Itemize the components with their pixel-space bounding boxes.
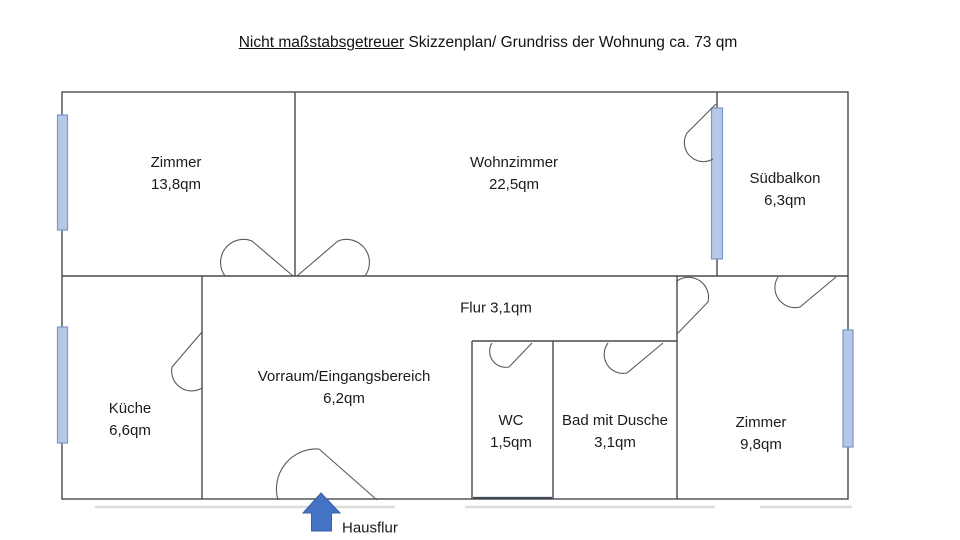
room-name: Bad mit Dusche <box>562 412 668 429</box>
doors <box>171 103 837 501</box>
room-label-kueche: Küche 6,6qm <box>109 398 152 442</box>
room-name: WC <box>498 412 524 429</box>
windows <box>56 107 854 448</box>
door-arc-eingang-icon <box>275 448 378 501</box>
room-area: 9,8qm <box>740 436 782 453</box>
door-arc-wc-icon <box>489 342 533 368</box>
room-area: 6,3qm <box>764 192 806 209</box>
room-name: Südbalkon <box>749 170 821 187</box>
window-zimmer-rechts-icon <box>842 329 854 448</box>
window-balkon-tuer-icon <box>710 107 724 260</box>
room-name: Wohnzimmer <box>469 154 559 171</box>
window-zimmer-links-icon <box>56 114 69 231</box>
door-arc-flur-wohnzimmer-icon <box>296 238 370 277</box>
walls <box>61 91 849 500</box>
door-arc-bad-icon <box>603 342 664 374</box>
window-kueche-icon <box>56 326 69 444</box>
door-arc-balkon-zimmer-icon <box>774 276 837 309</box>
room-label-suedbalkon: Südbalkon 6,3qm <box>750 168 821 212</box>
room-label-zimmer-links: Zimmer 13,8qm <box>151 152 202 196</box>
room-area: 1,5qm <box>490 434 532 451</box>
room-name: Küche <box>108 400 152 417</box>
door-arc-wohnzimmer-balkon-icon <box>683 103 717 163</box>
room-label-flur: Flur 3,1qm <box>460 299 532 317</box>
room-name: Zimmer <box>150 154 202 171</box>
door-arc-flur-zimmer-rechts-icon <box>676 276 710 335</box>
room-label-zimmer-rechts: Zimmer 9,8qm <box>736 412 787 456</box>
room-label-wc: WC 1,5qm <box>490 410 532 454</box>
entrance-label: Hausflur <box>342 519 398 537</box>
entrance-arrow-icon <box>301 492 342 532</box>
door-arc-flur-zimmer-links-icon <box>220 238 294 277</box>
room-area: 13,8qm <box>150 176 202 193</box>
room-name: Zimmer <box>735 414 787 431</box>
room-area: 6,2qm <box>323 390 365 407</box>
room-name: Vorraum/Eingangsbereich <box>257 368 431 385</box>
room-label-wohnzimmer: Wohnzimmer 22,5qm <box>470 152 558 196</box>
title-rest-part: Skizzenplan/ Grundriss der Wohnung ca. 7… <box>404 34 738 51</box>
room-area: 3,1qm <box>594 434 636 451</box>
door-arc-kueche-icon <box>171 331 203 392</box>
page-title: Nicht maßstabsgetreuer Skizzenplan/ Grun… <box>239 34 738 52</box>
room-area: 6,6qm <box>109 422 151 439</box>
room-label-vorraum: Vorraum/Eingangsbereich 6,2qm <box>258 366 431 410</box>
outer-wall <box>61 91 849 500</box>
title-underlined-part: Nicht maßstabsgetreuer <box>238 34 405 51</box>
room-label-bad: Bad mit Dusche 3,1qm <box>562 410 668 454</box>
room-area: 22,5qm <box>488 176 540 193</box>
